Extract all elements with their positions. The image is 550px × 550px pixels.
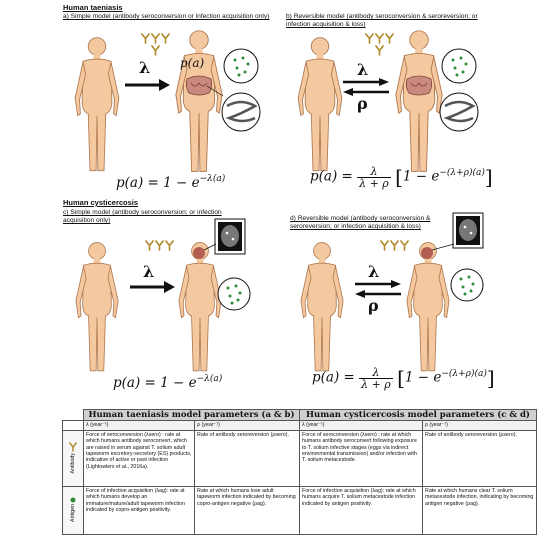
panel-a-antibody-icons	[141, 33, 170, 56]
section-title-taeniasis: Human taeniasis	[63, 3, 123, 12]
cell-cysticercosis-antibody-lambda: Force of seroconversion (λsero) : rate a…	[299, 429, 423, 487]
panel-c-antigen-circle	[217, 277, 251, 311]
panel-d-lambda: λ	[368, 262, 380, 281]
section-title-cysticercosis: Human cysticercosis	[63, 198, 139, 207]
cell-taeniasis-antibody-lambda: Force of seroconversion (λsero) : rate a…	[83, 429, 195, 487]
panel-b-person-left	[297, 37, 343, 172]
col-header-rho-taeniasis: ρ (year⁻¹)	[194, 420, 300, 431]
panel-a-pa-label: p(a)	[180, 56, 205, 70]
panel-d-brain-scan	[452, 212, 484, 249]
panel-a-formula: p(a) = 1 − e−λ(a)	[116, 174, 226, 191]
cell-taeniasis-antigen-rho: Rate at which humans lose adult tapeworm…	[194, 485, 300, 535]
panel-c-brain-scan	[214, 218, 246, 255]
cell-cysticercosis-antibody-rho: Rate of antibody seroreversion (ρsero).	[422, 429, 537, 487]
table-row-antibody: Antibody Force of seroconversion (λsero)…	[62, 429, 537, 487]
panel-b-gut	[405, 75, 433, 96]
panel-d-caption: d) Reversible model (antibody seroconver…	[290, 215, 431, 230]
panel-a-connector	[206, 85, 224, 97]
antigen-icon	[70, 497, 76, 503]
row-label-antibody: Antibody	[62, 429, 84, 487]
panel-c-person-left	[75, 242, 119, 372]
panel-d-antibody-icons	[380, 240, 409, 251]
panel-c-formula: p(a) = 1 − e−λ(a)	[113, 374, 223, 391]
cell-cysticercosis-antigen-rho: Rate at which humans clear T. solium met…	[422, 485, 537, 535]
cell-taeniasis-antibody-rho: Rate of antibody seroreversion (ρsero).	[194, 429, 300, 487]
table-group-taeniasis: Human taeniasis model parameters (a & b)	[83, 408, 300, 422]
cell-taeniasis-antigen-lambda: Force of infection acquisition (λag): ra…	[83, 485, 195, 535]
panel-a-gut	[185, 75, 213, 96]
table-corner-cell	[62, 409, 84, 422]
antibody-icon	[69, 442, 77, 452]
panel-b-antigen-circle	[441, 48, 477, 84]
panel-a-lambda: λ	[139, 58, 151, 77]
panel-b-antibody-icons	[365, 33, 394, 56]
parameter-table: Human taeniasis model parameters (a & b)…	[62, 408, 537, 535]
panel-d-head-lesion	[421, 243, 455, 259]
table-group-header-row: Human taeniasis model parameters (a & b)…	[62, 408, 537, 422]
panel-a-caption: a) Simple model (antibody seroconversion…	[63, 13, 270, 20]
table-group-cysticercosis: Human cysticercosis model parameters (c …	[299, 408, 537, 422]
panel-c-caption: c) Simple model (antibody seroconversion…	[63, 209, 222, 224]
panel-d-rho: ρ	[368, 296, 379, 315]
col-header-lambda-taeniasis: λ (year⁻¹)	[83, 420, 195, 431]
cell-cysticercosis-antigen-lambda: Force of infection acquisition (λag): ra…	[299, 485, 423, 535]
table-column-header-row: λ (year⁻¹) ρ (year⁻¹) λ (year⁻¹) ρ (year…	[62, 420, 537, 431]
panel-c-lambda: λ	[143, 262, 155, 281]
col-header-lambda-cysticercosis: λ (year⁻¹)	[299, 420, 423, 431]
panel-d-person-left	[300, 242, 344, 372]
table-corner-cell-2	[62, 420, 84, 431]
panel-a-tapeworm-circle	[221, 92, 261, 132]
panel-b-rho: ρ	[357, 94, 368, 113]
panel-a-antigen-circle	[223, 48, 259, 84]
table-row-antigen: Antigen Force of infection acquisition (…	[62, 485, 537, 535]
panel-a-arrow	[125, 79, 170, 91]
panel-c-antibody-icons	[145, 240, 174, 251]
panel-b-arrows	[343, 78, 389, 96]
panel-d-arrows	[355, 280, 401, 298]
panel-b-tapeworm-circle	[439, 92, 479, 132]
col-header-rho-cysticercosis: ρ (year⁻¹)	[422, 420, 537, 431]
panel-b-lambda: λ	[357, 60, 369, 79]
panel-a-person-left	[74, 37, 120, 172]
panel-c-arrow	[130, 281, 175, 293]
panel-d-antigen-circle	[450, 268, 484, 302]
row-label-antigen: Antigen	[62, 485, 84, 535]
panel-b-caption: b) Reversible model (antibody seroconver…	[286, 13, 478, 28]
panel-c-head-lesion	[193, 243, 217, 259]
